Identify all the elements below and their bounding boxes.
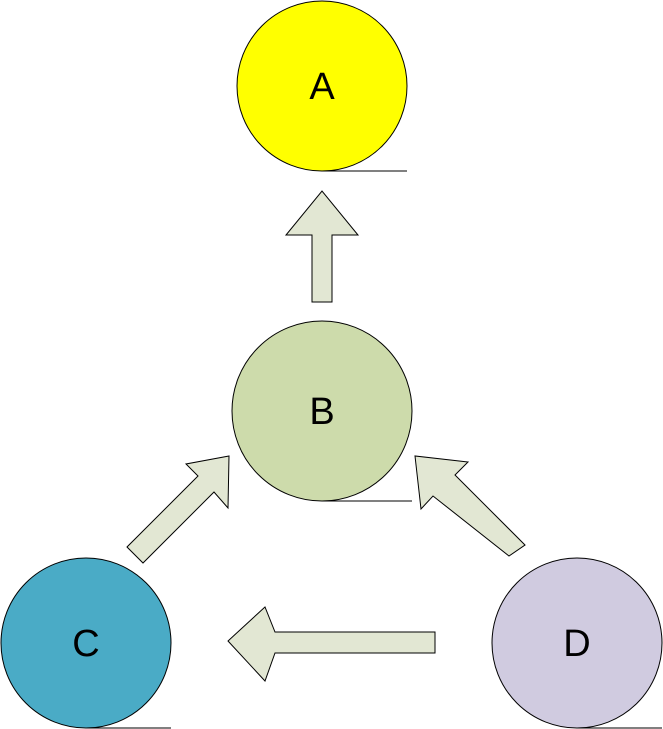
node-c: C: [0, 557, 172, 729]
arrow-d-to-c: [227, 606, 436, 682]
node-d: D: [491, 557, 663, 729]
node-b-label: B: [309, 391, 334, 433]
node-a-label: A: [309, 66, 335, 108]
node-d-label: D: [563, 623, 590, 665]
node-c-label: C: [72, 623, 99, 665]
arrow-c-to-b: [126, 455, 230, 564]
arrow-d-to-b: [414, 455, 526, 557]
node-a: A: [236, 0, 408, 172]
node-b: B: [231, 320, 413, 502]
arrow-b-to-a: [284, 190, 360, 303]
